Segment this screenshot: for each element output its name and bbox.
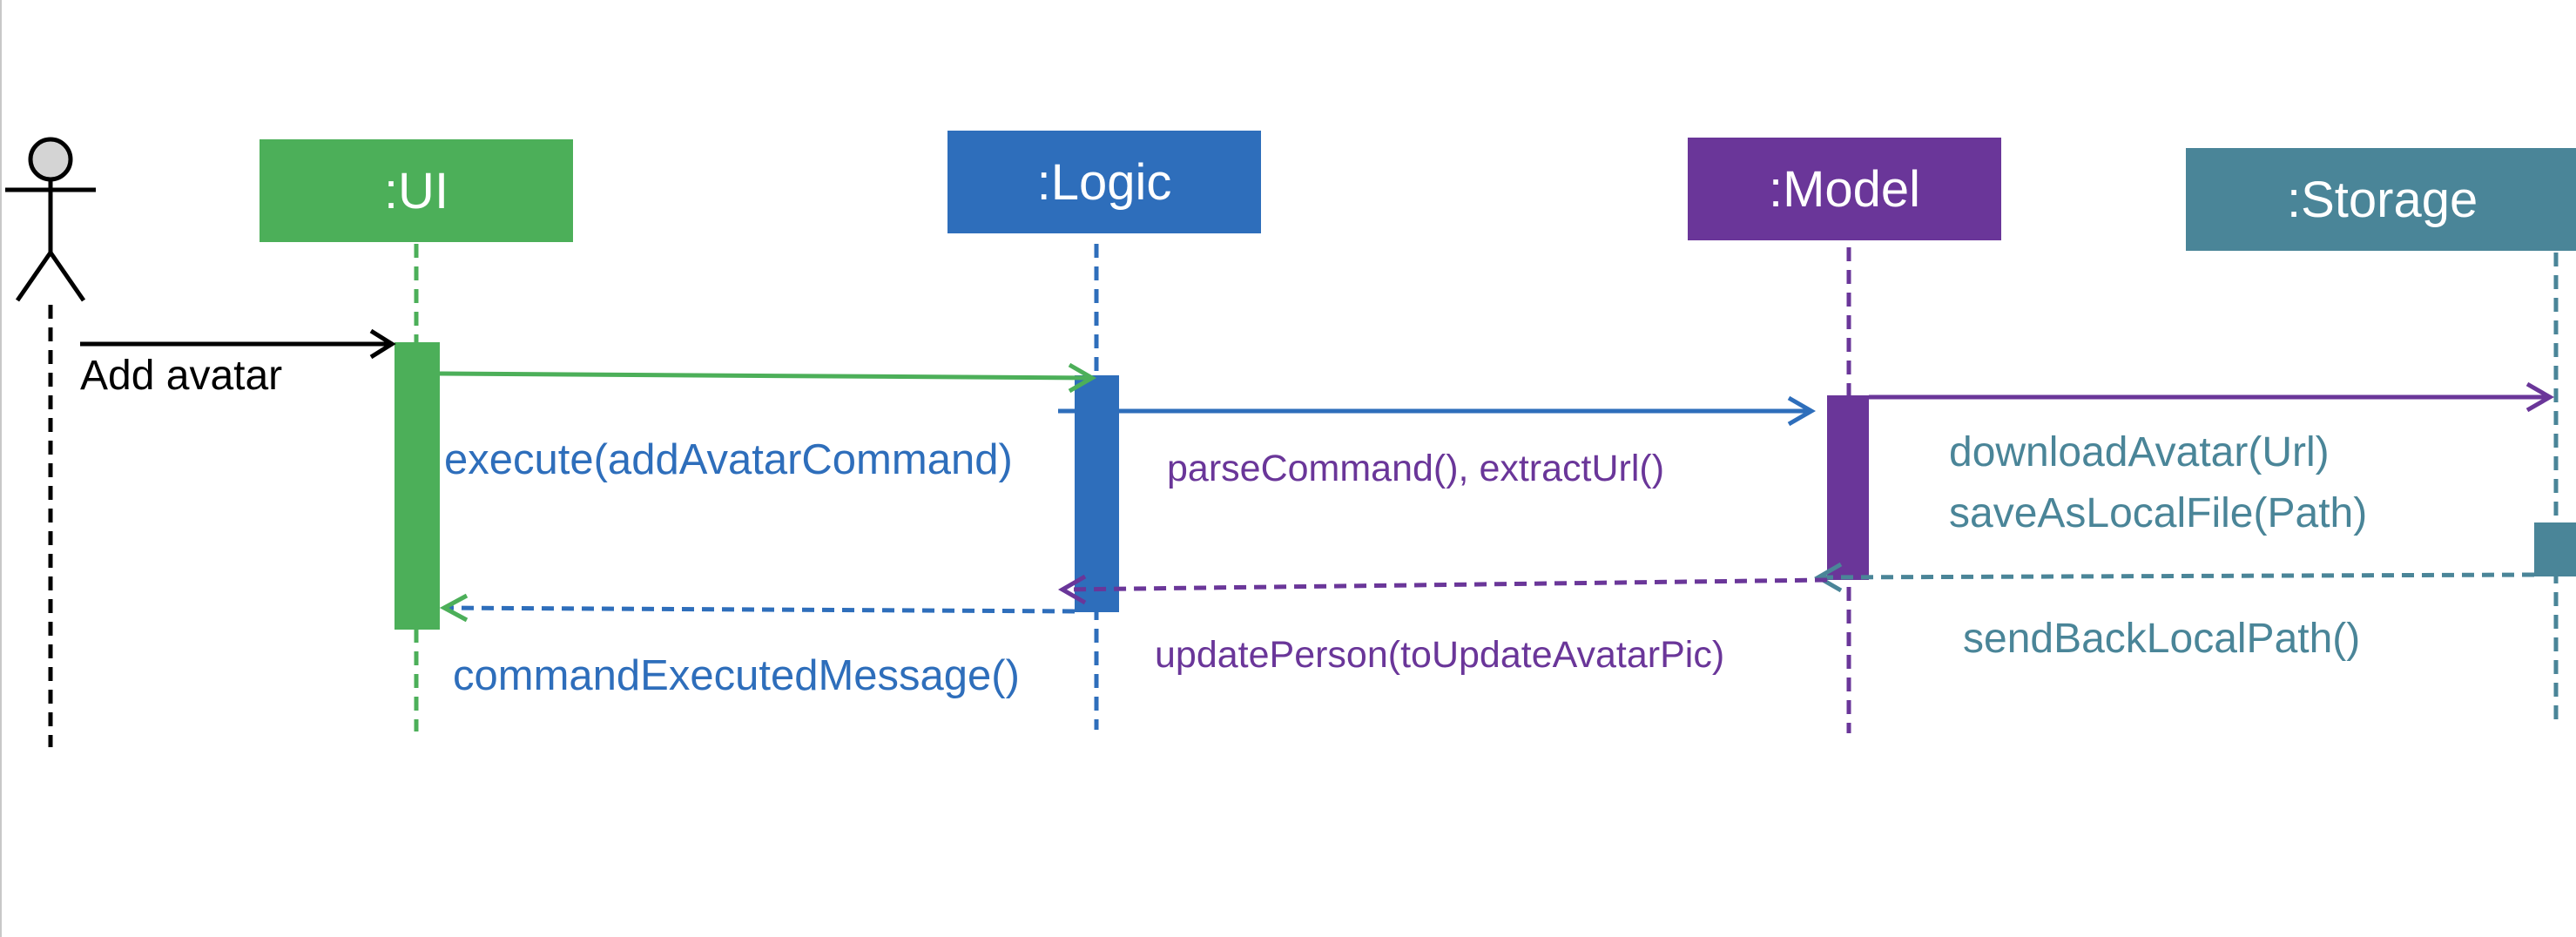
logic-activation-bar (1075, 375, 1119, 612)
update-person-message-label: updatePerson(toUpdateAvatarPic) (1155, 634, 1725, 676)
update-person-arrowhead (1057, 574, 1087, 605)
storage-activation-bar (2534, 522, 2576, 576)
ui-lifeline-label: :UI (383, 162, 449, 219)
ui-lifeline-header: :UI (260, 139, 573, 242)
send-back-message-label: sendBackLocalPath() (1963, 616, 2361, 662)
logic-lifeline-label: :Logic (1036, 153, 1172, 211)
model-lifeline-header: :Model (1688, 138, 2001, 240)
ui-activation-bar (394, 342, 440, 630)
model-lifeline-label: :Model (1768, 160, 1921, 218)
command-executed-arrowhead (439, 593, 469, 623)
send-back-arrow (1819, 572, 2535, 580)
execute-arrowhead (1068, 362, 1097, 394)
storage-lifeline-header: :Storage (2186, 148, 2576, 251)
model-activation-bar (1827, 395, 1869, 580)
update-person-arrow (1063, 577, 1828, 592)
storage-lifeline-label: :Storage (2287, 171, 2478, 228)
send-back-arrowhead (1813, 562, 1843, 593)
execute-arrow (439, 371, 1093, 381)
command-executed-arrow (443, 605, 1076, 614)
parse-arrowhead (1787, 395, 1817, 427)
add-avatar-arrowhead (369, 328, 396, 360)
download-arrowhead (2525, 381, 2555, 413)
parse-message-label: parseCommand(), extractUrl() (1167, 448, 1665, 489)
logic-lifeline-header: :Logic (947, 131, 1261, 233)
command-executed-message-label: commandExecutedMessage() (453, 652, 1020, 699)
actor-figure (5, 137, 96, 302)
download-message-label: downloadAvatar(Url) (1949, 429, 2330, 475)
execute-message-label: execute(addAvatarCommand) (444, 436, 1013, 483)
actor-message-label: Add avatar (80, 353, 283, 399)
save-message-label: saveAsLocalFile(Path) (1949, 490, 2368, 536)
